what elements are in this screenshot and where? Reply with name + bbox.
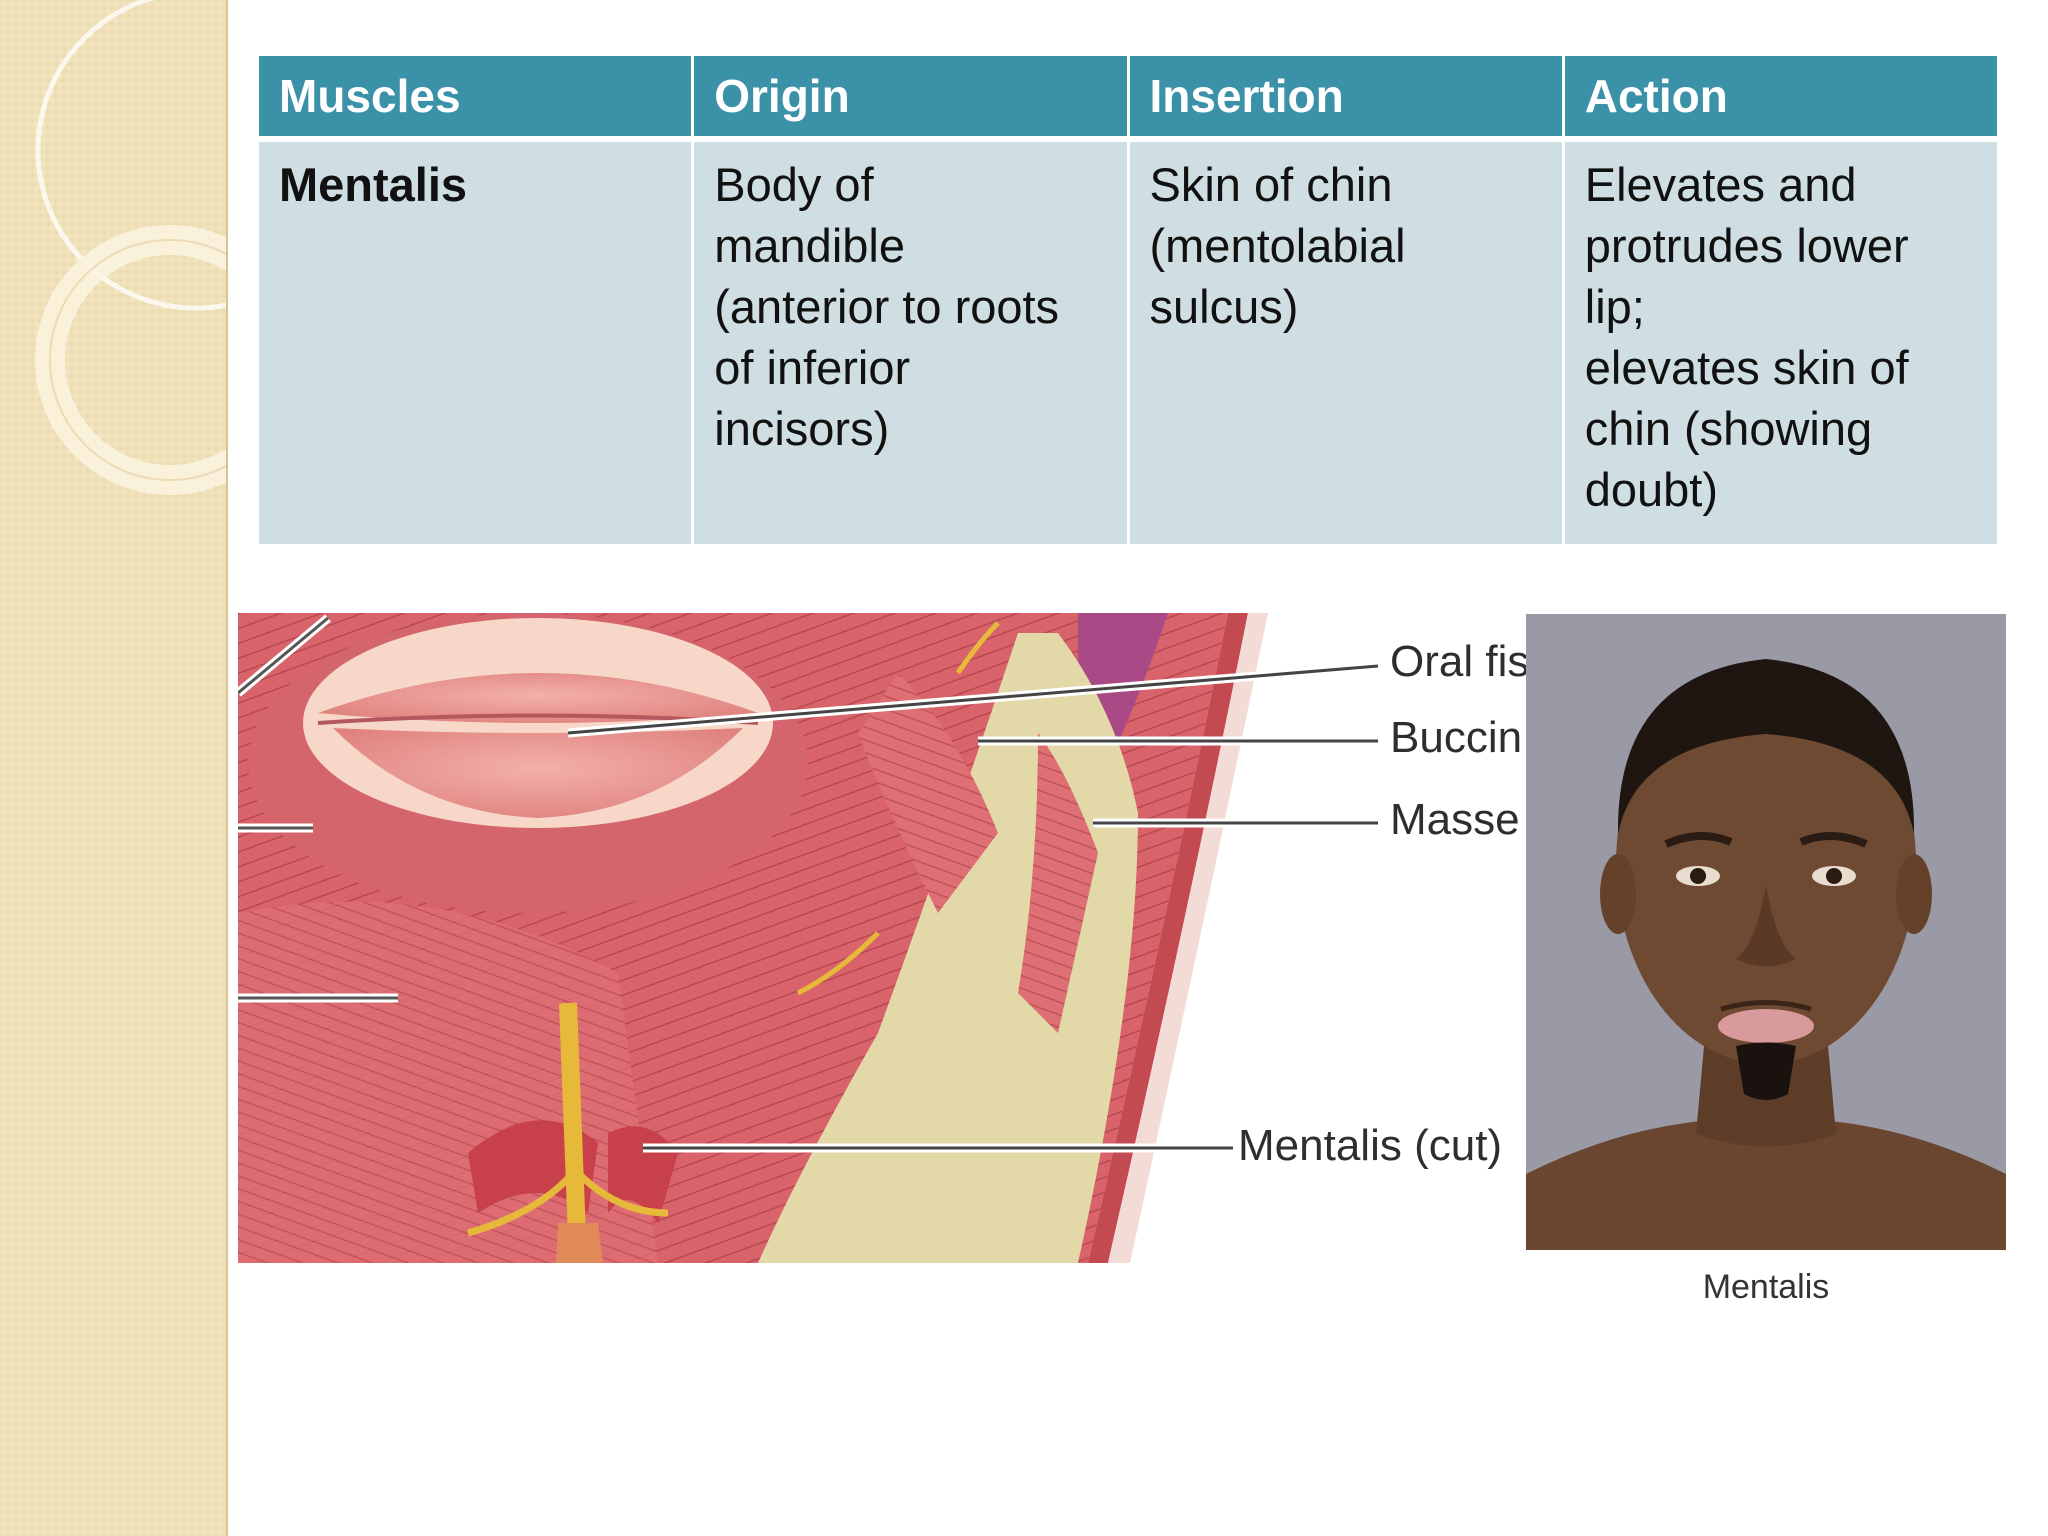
action-line: doubt) [1584, 463, 1719, 516]
insertion-line: (mentolabial [1149, 219, 1406, 272]
header-origin: Origin [694, 56, 1127, 142]
decorative-rings [35, 0, 226, 495]
origin-line: of inferior [714, 341, 911, 394]
header-muscles: Muscles [259, 56, 692, 142]
table-row: Mentalis Body of mandible (anterior to r… [259, 142, 1997, 544]
action-line: lip; [1584, 280, 1645, 333]
label-buccinator: Buccin [1390, 713, 1523, 762]
cell-action: Elevates and protrudes lower lip; elevat… [1564, 142, 1997, 544]
anatomy-illustration: Oral fis Buccin Masse Mentalis (cut) [235, 613, 1529, 1264]
origin-line: (anterior to roots [714, 280, 1060, 333]
action-line: Elevates and [1584, 158, 1857, 211]
cell-muscle: Mentalis [259, 142, 692, 544]
label-mentalis-cut: Mentalis (cut) [1238, 1121, 1503, 1170]
label-oral-fissure: Oral fis [1390, 637, 1530, 686]
decorative-side-strip [0, 0, 228, 1536]
facial-muscles-drawing [235, 613, 1518, 1264]
cell-origin: Body of mandible (anterior to roots of i… [694, 142, 1127, 544]
origin-line: mandible [714, 219, 905, 272]
mentalis-photo [1526, 614, 2006, 1250]
person-illustration [1526, 614, 2006, 1250]
insertion-line: Skin of chin [1149, 158, 1393, 211]
header-insertion: Insertion [1129, 56, 1562, 142]
label-masseter: Masse [1390, 795, 1520, 844]
cell-insertion: Skin of chin (mentolabial sulcus) [1129, 142, 1562, 544]
origin-line: incisors) [714, 402, 890, 455]
muscle-table: Muscles Origin Insertion Action Mentalis… [256, 56, 2000, 544]
table-header-row: Muscles Origin Insertion Action [259, 56, 1997, 142]
action-line: elevates skin of [1584, 341, 1909, 394]
origin-line: Body of [714, 158, 874, 211]
action-line: protrudes lower [1584, 219, 1909, 272]
action-line: chin (showing [1584, 402, 1873, 455]
insertion-line: sulcus) [1149, 280, 1299, 333]
header-action: Action [1564, 56, 1997, 142]
photo-caption: Mentalis [1702, 1268, 1830, 1306]
